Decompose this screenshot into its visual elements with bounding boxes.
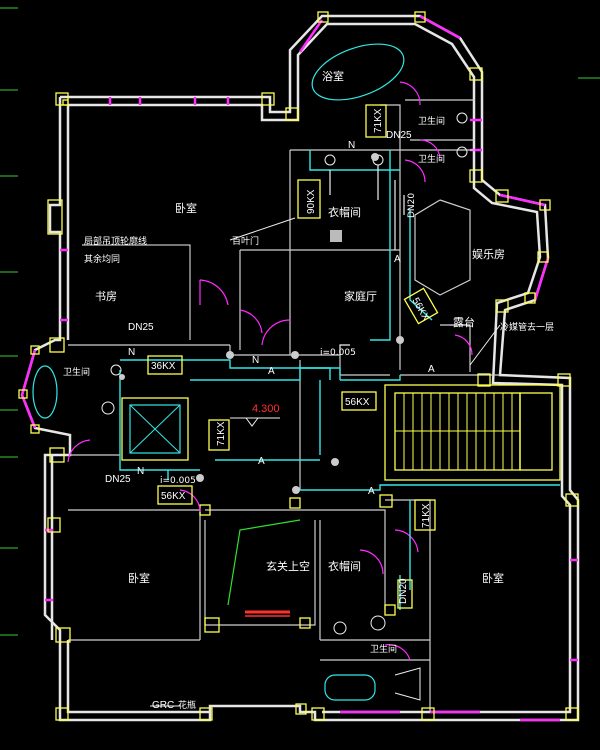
elevator-shaft: [121, 397, 189, 461]
doors: [67, 81, 473, 661]
leader-lines: [82, 217, 501, 707]
room-bathroom-top: 浴室: [322, 69, 344, 83]
room-family-hall: 家庭厅: [344, 289, 377, 303]
note-cold-pipe: 冷媒管去一层: [500, 321, 554, 333]
pipe-dn25-left: DN25: [128, 322, 154, 333]
columns: [18, 11, 579, 721]
room-study: 书房: [95, 290, 117, 303]
room-cloakroom-top: 衣帽间: [328, 205, 361, 219]
unit-71kx-top: 71KX: [373, 108, 384, 133]
level-mark: 4.300: [252, 403, 280, 415]
room-toilet-2: 卫生间: [418, 153, 445, 165]
unit-36kx: 36KX: [151, 361, 176, 372]
flow-n-3: N: [252, 355, 259, 366]
notes: 局部吊顶轮廓线 其余均同 冷媒管去一层: [84, 235, 554, 333]
equipment-boxes: [147, 104, 439, 609]
pipes: [119, 150, 560, 610]
label-louver-door: 百叶门: [232, 235, 259, 247]
pipe-slope-2: i=0.005: [160, 476, 196, 486]
interior-walls: [68, 99, 500, 712]
room-entertainment: 娱乐房: [472, 247, 505, 261]
pipe-dn25-top: DN25: [386, 130, 412, 141]
label-garden: 花瓶: [178, 699, 196, 711]
pipe-dn20: DN20: [398, 578, 409, 604]
flow-n-2: N: [128, 347, 135, 358]
room-bedroom-se: 卧室: [482, 571, 504, 585]
fixtures: [32, 43, 468, 701]
room-cloakroom-bottom: 衣帽间: [328, 559, 361, 573]
unit-71kx-mid: 71KX: [216, 421, 227, 446]
staircase: [384, 384, 561, 481]
room-labels: 浴室 卫生间 卫生间 卧室 衣帽间 百叶门 家庭厅 娱乐房 书房 露台 卫生间 …: [63, 69, 505, 711]
note-ceiling-line-1: 局部吊顶轮廓线: [84, 235, 147, 247]
pipe-dn25-bottom: DN25: [105, 474, 131, 485]
pipe-labels: DN25 DN25 DN25 DN20 DN20 i=0.005 i=0.005: [105, 130, 417, 604]
unit-56kx-right: 56KX: [345, 397, 370, 408]
pipe-slope-1: i=0.005: [320, 348, 356, 358]
room-toilet-west: 卫生间: [63, 366, 90, 378]
pipe-vertical: DN20: [407, 193, 417, 218]
note-ceiling-line-2: 其余均同: [84, 253, 120, 265]
room-bedroom-nw: 卧室: [175, 201, 197, 215]
flow-labels: N N N N A A A A A: [128, 140, 435, 497]
pipe-nodes: [119, 153, 404, 494]
flow-a-4: A: [428, 364, 435, 375]
unit-90kx: 90KX: [306, 189, 317, 214]
flow-n-1: N: [348, 140, 355, 151]
flow-a-1: A: [268, 366, 275, 377]
flow-a-5: A: [394, 254, 401, 265]
flow-a-3: A: [368, 486, 375, 497]
unit-71kx-right: 71KX: [421, 503, 432, 528]
margin-ticks: [0, 7, 600, 636]
room-terrace: 露台: [453, 315, 475, 329]
unit-56kx-diag: 56KX: [409, 296, 431, 323]
foyer-void-line: [227, 519, 301, 606]
room-toilet-1: 卫生间: [418, 115, 445, 127]
room-toilet-south: 卫生间: [370, 643, 397, 655]
flow-n-4: N: [137, 466, 144, 477]
label-grc: GRC: [152, 700, 174, 711]
room-foyer-void: 玄关上空: [266, 559, 310, 573]
room-bedroom-sw: 卧室: [128, 571, 150, 585]
flow-a-2: A: [258, 456, 265, 467]
unit-56kx-bottom: 56KX: [161, 491, 186, 502]
